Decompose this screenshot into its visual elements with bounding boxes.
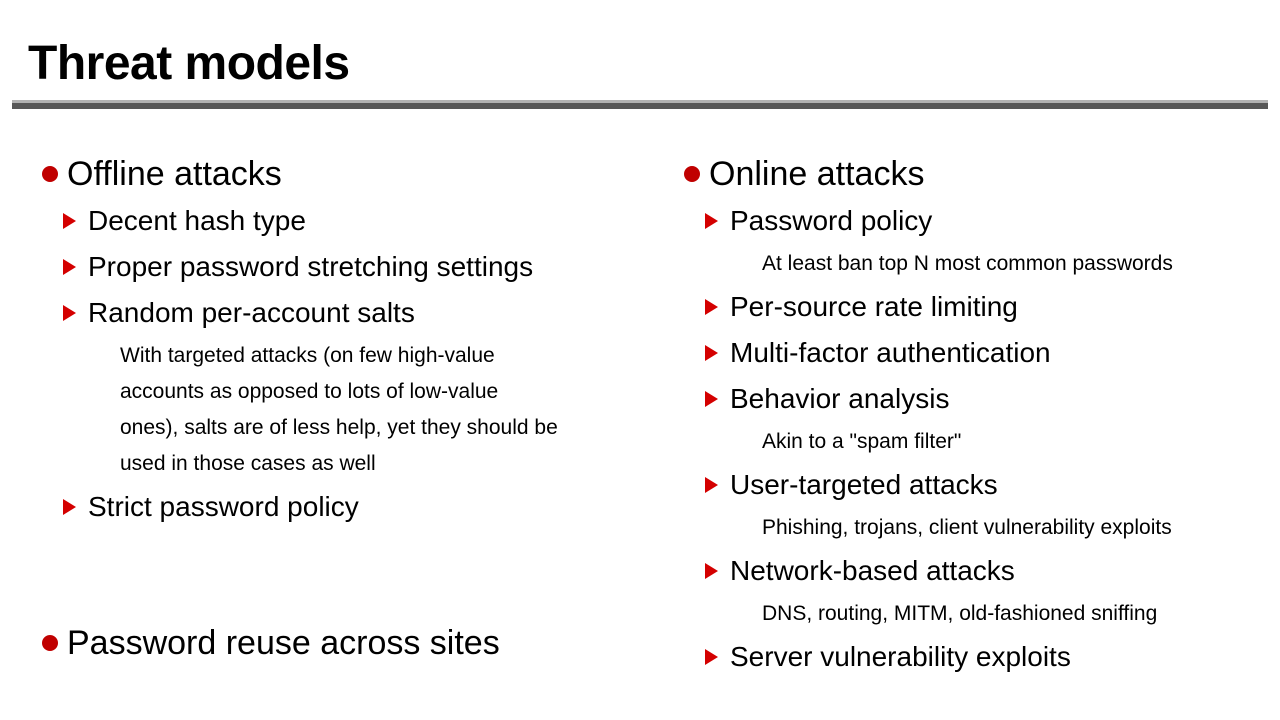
list-item-label: Online attacks <box>709 155 925 193</box>
list-item-label: Per-source rate limiting <box>730 291 1018 322</box>
list-item-ban-top-passwords: At least ban top N most common passwords <box>682 246 1280 282</box>
triangle-bullet-icon <box>63 200 88 242</box>
triangle-bullet-icon <box>63 486 88 528</box>
list-item-decent-hash-type: Decent hash type <box>40 200 660 242</box>
circle-bullet-icon <box>682 152 709 196</box>
list-item-label: Proper password stretching settings <box>88 251 534 282</box>
list-item-salts-note: With targeted attacks (on few high-value… <box>40 338 660 482</box>
triangle-bullet-icon <box>63 292 88 334</box>
list-item-server-exploits: Server vulnerability exploits <box>682 636 1280 678</box>
list-item-online-attacks: Online attacks <box>682 152 1280 196</box>
list-item-label: Multi-factor authentication <box>730 337 1051 368</box>
list-item-label: Network-based attacks <box>730 555 1015 586</box>
triangle-bullet-icon <box>705 636 730 678</box>
column-left: Offline attacks Decent hash type Proper … <box>0 109 660 665</box>
list-item-multi-factor: Multi-factor authentication <box>682 332 1280 374</box>
triangle-bullet-icon <box>705 550 730 592</box>
list-item-strict-password-policy: Strict password policy <box>40 486 660 528</box>
list-item-label: DNS, routing, MITM, old-fashioned sniffi… <box>762 602 1158 625</box>
column-right: Online attacks Password policy At least … <box>660 109 1280 678</box>
list-item-dns-note: DNS, routing, MITM, old-fashioned sniffi… <box>682 596 1280 632</box>
list-item-label: Random per-account salts <box>88 297 415 328</box>
circle-bullet-icon <box>40 621 67 665</box>
list-item-password-reuse: Password reuse across sites <box>40 621 660 665</box>
list-item-label: Offline attacks <box>67 155 282 193</box>
list-item-offline-attacks: Offline attacks <box>40 152 660 196</box>
title-rule <box>12 100 1268 109</box>
triangle-bullet-icon <box>705 378 730 420</box>
list-item-password-stretching: Proper password stretching settings <box>40 246 660 288</box>
list-item-label: Decent hash type <box>88 205 306 236</box>
list-item-label: At least ban top N most common passwords <box>762 252 1173 275</box>
triangle-bullet-icon <box>705 332 730 374</box>
list-item-label: Server vulnerability exploits <box>730 641 1071 672</box>
list-item-label: User-targeted attacks <box>730 469 998 500</box>
page-title: Threat models <box>28 37 350 90</box>
list-item-network-based: Network-based attacks <box>682 550 1280 592</box>
list-item-rate-limiting: Per-source rate limiting <box>682 286 1280 328</box>
triangle-bullet-icon <box>63 246 88 288</box>
list-item-label: With targeted attacks (on few high-value… <box>120 344 558 475</box>
list-item-password-policy: Password policy <box>682 200 1280 242</box>
slide-body: Offline attacks Decent hash type Proper … <box>0 109 1280 678</box>
triangle-bullet-icon <box>705 200 730 242</box>
list-item-label: Behavior analysis <box>730 383 950 414</box>
list-item-label: Password policy <box>730 205 933 236</box>
circle-bullet-icon <box>40 152 67 196</box>
list-item-phishing-note: Phishing, trojans, client vulnerability … <box>682 510 1280 546</box>
list-item-label: Password reuse across sites <box>67 624 500 662</box>
triangle-bullet-icon <box>705 286 730 328</box>
list-item-user-targeted: User-targeted attacks <box>682 464 1280 506</box>
list-item-label: Strict password policy <box>88 491 359 522</box>
list-item-behavior-analysis: Behavior analysis <box>682 378 1280 420</box>
list-item-label: Phishing, trojans, client vulnerability … <box>762 516 1172 539</box>
triangle-bullet-icon <box>705 464 730 506</box>
list-item-spam-filter-note: Akin to a "spam filter" <box>682 424 1280 460</box>
list-item-label: Akin to a "spam filter" <box>762 430 962 453</box>
list-item-random-salts: Random per-account salts <box>40 292 660 334</box>
